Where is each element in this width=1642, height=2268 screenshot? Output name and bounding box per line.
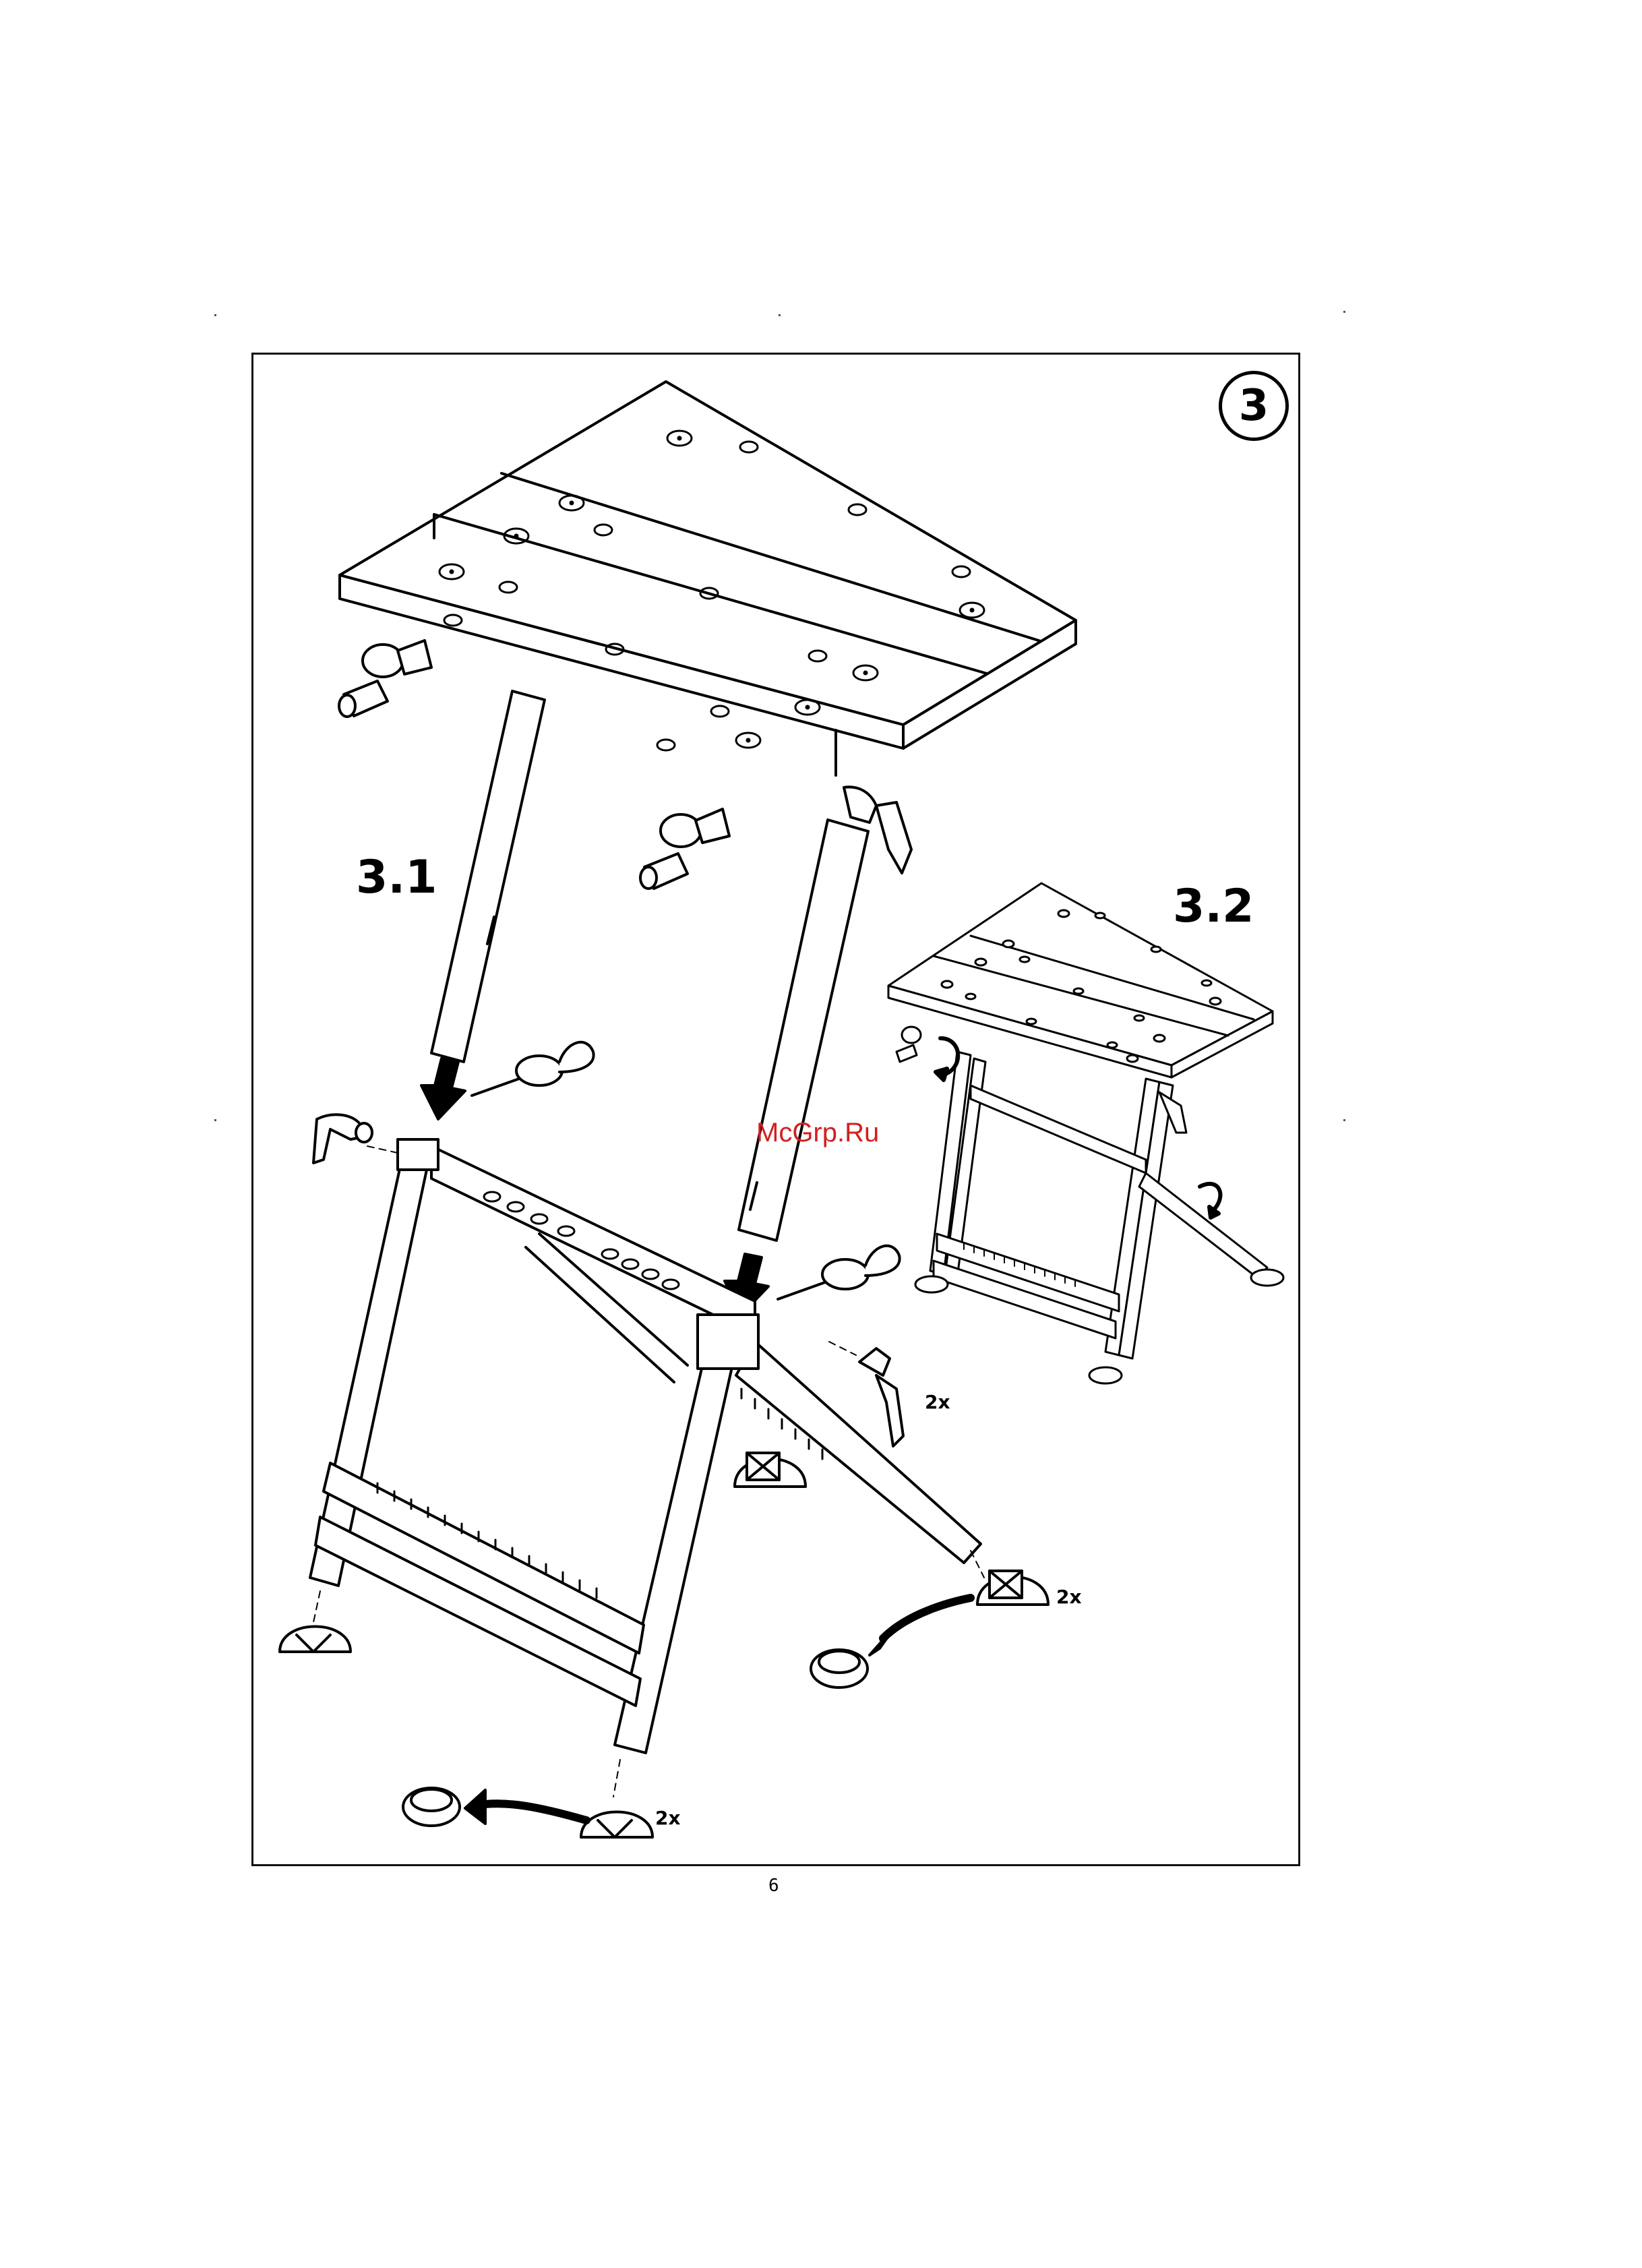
- sub-step-label-main: 3.1: [356, 851, 437, 904]
- step-number: 3: [1239, 381, 1269, 431]
- upper-legs: [431, 691, 868, 1241]
- step-number-badge: 3: [1219, 371, 1289, 441]
- quantity-mark: 2x: [925, 1391, 950, 1413]
- quantity-mark: 2x: [1056, 1586, 1082, 1608]
- quantity-mark: 2x: [655, 1807, 681, 1829]
- lower-frame: [310, 1139, 981, 1753]
- knob-caps: [472, 1042, 900, 1299]
- assembled-bench-inset: [888, 883, 1283, 1383]
- page-number: 6: [768, 1876, 779, 1896]
- watermark-text: McGrp.Ru: [756, 1118, 879, 1148]
- sub-step-label-inset: 3.2: [1173, 880, 1254, 933]
- shelf-slots: [377, 1389, 822, 1598]
